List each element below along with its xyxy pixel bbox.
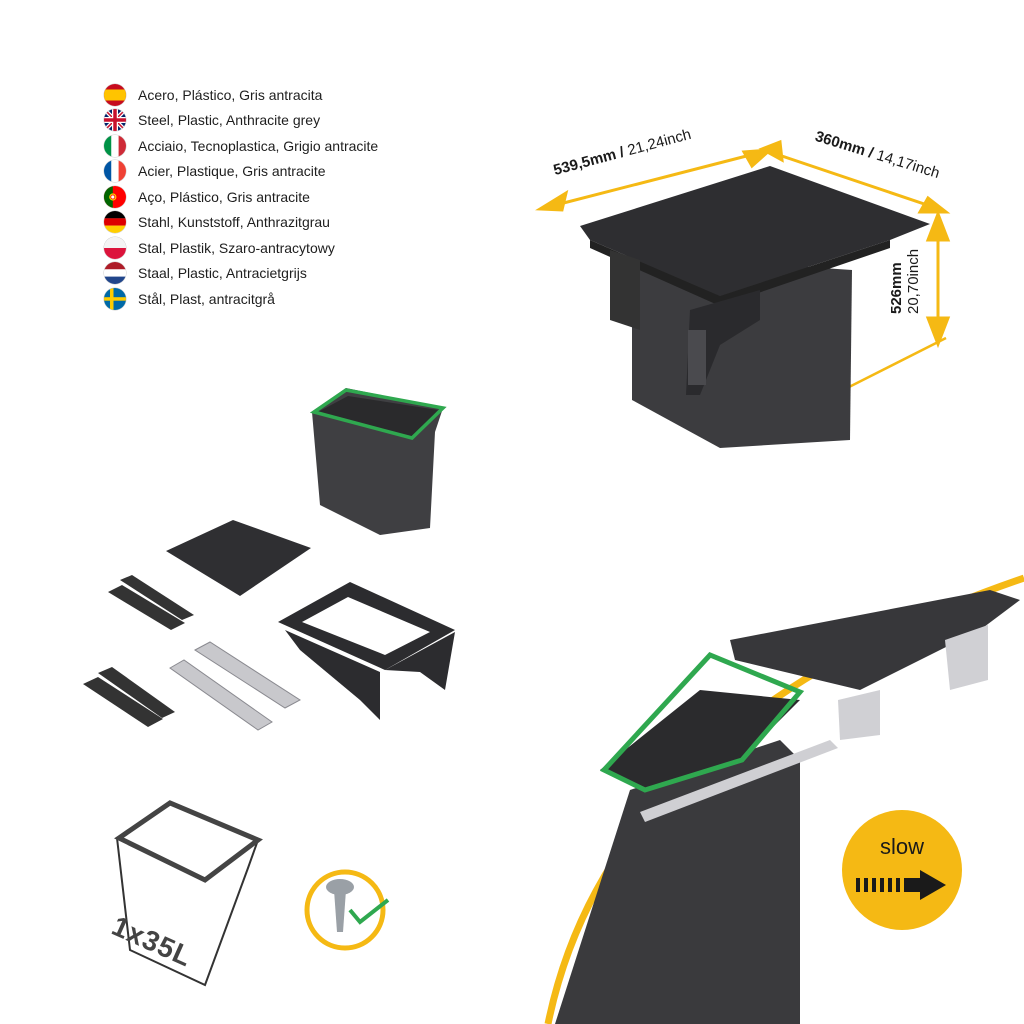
lid-plate: [166, 520, 311, 596]
material-text: Steel, Plastic, Anthracite grey: [138, 112, 321, 129]
material-row: Staal, Plastic, Antracietgrijs: [104, 261, 378, 287]
pt-flag-icon: [104, 185, 126, 208]
material-text: Staal, Plastic, Antracietgrijs: [138, 265, 307, 282]
screw-icon: [326, 879, 354, 932]
material-text: Acciaio, Tecnoplastica, Grigio antracite: [138, 137, 379, 154]
screw-badge: [304, 869, 390, 951]
material-row: Acero, Plástico, Gris antracita: [104, 82, 378, 108]
dimension-lines: [535, 139, 951, 434]
height-inch: 20,70inch: [905, 248, 922, 314]
detail-view: [544, 574, 1024, 1024]
fr-flag-icon: [104, 160, 126, 183]
drawer-slides: [169, 641, 301, 731]
material-text: Stål, Plast, antracitgrå: [138, 290, 275, 307]
material-text: Acier, Plastique, Gris antracite: [138, 163, 326, 180]
material-text: Stahl, Kunststoff, Anthrazitgrau: [138, 214, 330, 231]
nl-flag-icon: [104, 262, 126, 285]
pl-flag-icon: [104, 236, 126, 259]
height-dimension-label: 526mm 20,70inch: [888, 249, 922, 314]
assembled-bin: [580, 166, 930, 448]
material-row: Stahl, Kunststoff, Anthrazitgrau: [104, 210, 378, 236]
material-text: Acero, Plástico, Gris antracita: [138, 86, 323, 103]
material-row: Stal, Plastik, Szaro-antracytowy: [104, 235, 378, 261]
material-row: Steel, Plastic, Anthracite grey: [104, 108, 378, 134]
frame: [278, 582, 455, 720]
materials-list: Acero, Plástico, Gris antracita Steel, P…: [104, 82, 378, 312]
material-row: Acciaio, Tecnoplastica, Grigio antracite: [104, 133, 378, 159]
material-text: Aço, Plástico, Gris antracite: [138, 188, 310, 205]
soft-close-badge: slow: [842, 810, 962, 930]
se-flag-icon: [104, 287, 126, 310]
checkmark-icon: [348, 898, 390, 925]
it-flag-icon: [104, 134, 126, 157]
slow-label: slow: [879, 834, 924, 859]
inner-bucket: [309, 388, 447, 535]
material-row: Stål, Plast, antracitgrå: [104, 286, 378, 312]
material-row: Aço, Plástico, Gris antracite: [104, 184, 378, 210]
es-flag-icon: [104, 83, 126, 106]
material-row: Acier, Plastique, Gris antracite: [104, 159, 378, 185]
rail-strips: [83, 575, 194, 727]
de-flag-icon: [104, 211, 126, 234]
arrow-right-icon: [856, 870, 946, 900]
material-text: Stal, Plastik, Szaro-antracytowy: [138, 239, 335, 256]
height-mm: 526mm: [888, 262, 905, 314]
capacity-bin-outline: [114, 800, 263, 987]
